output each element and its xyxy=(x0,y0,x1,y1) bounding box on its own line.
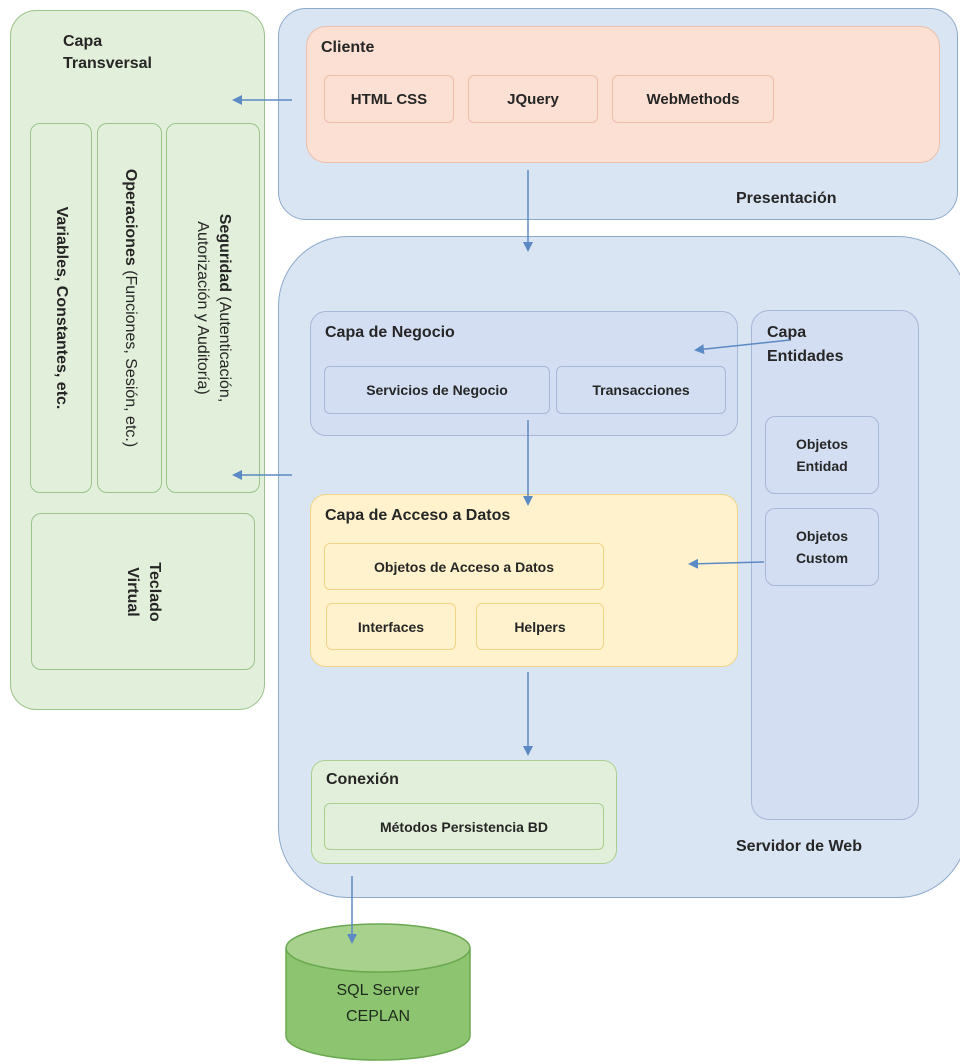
cliente-item-webmethods: WebMethods xyxy=(612,75,774,123)
acceso-item-interfaces: Interfaces xyxy=(326,603,456,650)
conexion-title: Conexión xyxy=(326,771,399,788)
objetos-entidad-line2: Entidad xyxy=(796,458,848,474)
negocio-item-transacciones: Transacciones xyxy=(556,366,726,414)
seguridad-box: Seguridad (Autenticación, Autorización y… xyxy=(166,123,260,493)
entidades-title-line1: Capa xyxy=(767,324,807,341)
acceso-item-objetos: Objetos de Acceso a Datos xyxy=(324,543,604,590)
operaciones-box: Operaciones (Funciones, Sesión, etc.) xyxy=(97,123,162,493)
database-label-line1: SQL Server xyxy=(336,982,420,999)
entidades-title-line2: Entidades xyxy=(767,348,844,365)
database-label-line2: CEPLAN xyxy=(345,1008,411,1025)
database-cylinder xyxy=(285,923,471,1061)
objetos-entidad-line1: Objetos xyxy=(795,436,849,452)
objetos-custom-line2: Custom xyxy=(795,550,849,566)
entidades-item-objetos-custom: Objetos Custom xyxy=(765,508,879,586)
entidades-item-objetos-entidad: Objetos Entidad xyxy=(765,416,879,494)
cliente-item-html-css: HTML CSS xyxy=(324,75,454,123)
presentacion-label: Presentación xyxy=(736,190,837,207)
cliente-title: Cliente xyxy=(321,39,375,56)
negocio-title: Capa de Negocio xyxy=(325,324,455,341)
conexion-item-metodos: Métodos Persistencia BD xyxy=(324,803,604,850)
transversal-title-line2: Transversal xyxy=(63,55,152,72)
variables-box: Variables, Constantes, etc. xyxy=(30,123,92,493)
arrow-custom-to-acceso xyxy=(688,558,765,569)
arrow-entidades-to-negocio xyxy=(694,339,791,355)
cliente-item-jquery: JQuery xyxy=(468,75,598,123)
objetos-custom-line1: Objetos xyxy=(795,528,849,544)
acceso-datos-title: Capa de Acceso a Datos xyxy=(325,507,511,524)
entidades-title: Capa Entidades xyxy=(767,321,843,369)
servidor-web-label: Servidor de Web xyxy=(736,838,862,855)
transversal-title: Capa Transversal xyxy=(63,31,152,75)
negocio-item-servicios: Servicios de Negocio xyxy=(324,366,550,414)
transversal-title-line1: Capa xyxy=(63,33,103,50)
acceso-item-helpers: Helpers xyxy=(476,603,604,650)
teclado-box: Teclado Virtual xyxy=(31,513,255,670)
